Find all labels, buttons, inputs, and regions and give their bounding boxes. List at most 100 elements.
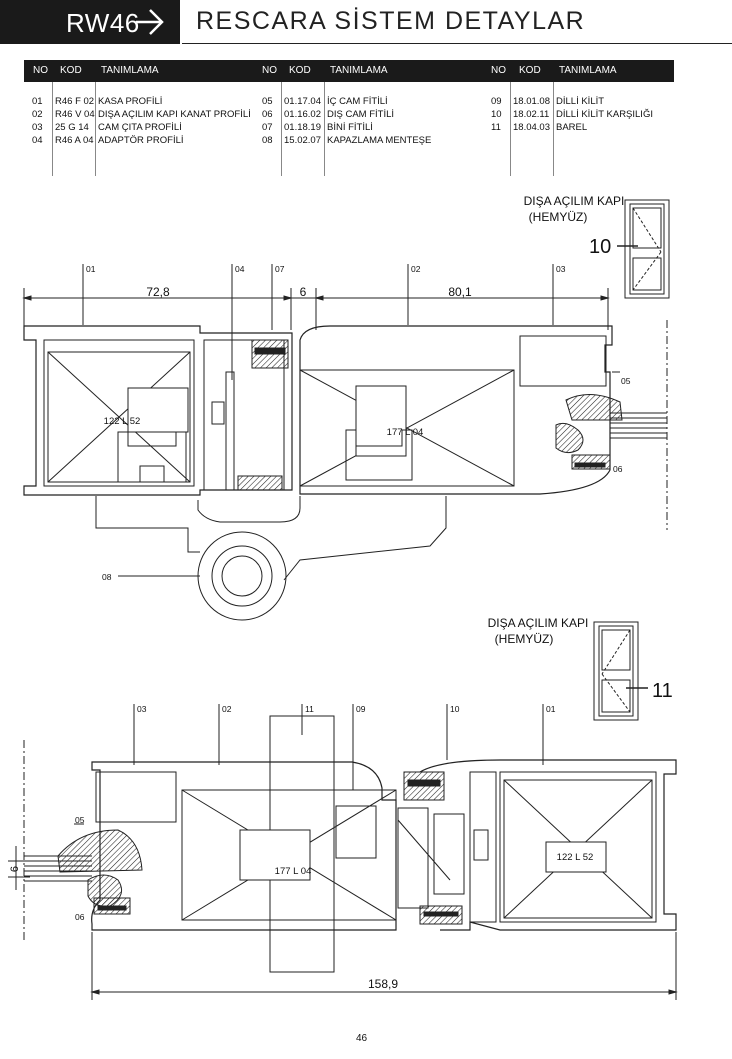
table-divider bbox=[553, 82, 554, 176]
row-no: 03 bbox=[32, 122, 43, 133]
row-tanim: İÇ CAM FİTİLİ bbox=[327, 96, 388, 107]
row-tanim: BAREL bbox=[556, 122, 588, 133]
part-tag: 01 bbox=[546, 704, 556, 714]
leaf-chamber bbox=[299, 369, 515, 487]
table-divider bbox=[281, 82, 282, 176]
col-header-tanim: TANIMLAMA bbox=[101, 65, 159, 76]
row-kod: R46 V 04 bbox=[55, 109, 95, 120]
row-kod: 01.16.02 bbox=[284, 109, 321, 120]
row-tanim: DIŞ CAM FİTİLİ bbox=[327, 109, 395, 120]
dimension-label: 6 bbox=[9, 866, 21, 872]
row-kod: 18.04.03 bbox=[513, 122, 550, 133]
frame-chamber bbox=[43, 339, 195, 487]
part-tag: 11 bbox=[305, 704, 314, 714]
row-kod: 15.02.07 bbox=[284, 135, 321, 146]
part-tag: 07 bbox=[275, 264, 285, 274]
detail-drawing-bottom: DIŞA AÇILIM KAPI (HEMYÜZ) 11 03 02 11 09… bbox=[8, 616, 678, 1000]
header-rule bbox=[182, 43, 732, 44]
part-tag: 04 bbox=[235, 264, 245, 274]
hinge-barrel bbox=[197, 531, 287, 621]
col-header-no: NO bbox=[33, 65, 48, 76]
gasket-lower bbox=[237, 475, 283, 491]
row-tanim: KASA PROFİLİ bbox=[98, 96, 163, 107]
part-tag: 06 bbox=[75, 912, 85, 922]
frame-profile bbox=[419, 759, 677, 931]
series-code: RW46 bbox=[66, 8, 140, 38]
part-tag: 02 bbox=[411, 264, 421, 274]
dimension-label: 6 bbox=[300, 285, 307, 299]
row-kod: 01.18.19 bbox=[284, 122, 321, 133]
row-no: 06 bbox=[262, 109, 273, 120]
row-tanim: KAPAZLAMA MENTEŞE bbox=[327, 135, 432, 146]
door-elevation-icon bbox=[593, 621, 639, 721]
section-label: 122 L 52 bbox=[557, 852, 594, 863]
dimension-label: 80,1 bbox=[448, 285, 472, 299]
row-kod: 18.02.11 bbox=[513, 109, 550, 120]
part-tag: 06 bbox=[613, 464, 623, 474]
row-tanim: DİLLİ KİLİT bbox=[556, 96, 605, 107]
row-tanim: BİNİ FİTİLİ bbox=[327, 122, 373, 133]
row-no: 04 bbox=[32, 135, 43, 146]
row-kod: 18.01.08 bbox=[513, 96, 550, 107]
row-no: 07 bbox=[262, 122, 273, 133]
row-no: 01 bbox=[32, 96, 43, 107]
row-kod: R46 A 04 bbox=[55, 135, 94, 146]
part-tag: 02 bbox=[222, 704, 232, 714]
part-tag: 05 bbox=[621, 376, 631, 386]
part-tag: 05 bbox=[75, 815, 85, 825]
part-tag: 10 bbox=[450, 704, 460, 714]
table-divider bbox=[324, 82, 325, 176]
row-no: 10 bbox=[491, 109, 502, 120]
caption-line2: (HEMYÜZ) bbox=[495, 632, 554, 646]
hinge-bracket bbox=[95, 496, 200, 553]
row-no: 09 bbox=[491, 96, 502, 107]
section-label: 177 L 04 bbox=[387, 427, 424, 438]
section-label: 177 L 04 bbox=[275, 866, 312, 877]
row-kod: 25 G 14 bbox=[55, 122, 89, 133]
row-no: 02 bbox=[32, 109, 43, 120]
dimension-label: 158,9 bbox=[368, 977, 398, 991]
frame-chamber bbox=[499, 771, 657, 923]
arrow-right-icon bbox=[136, 9, 164, 35]
row-no: 05 bbox=[262, 96, 273, 107]
table-header-bar bbox=[24, 60, 674, 82]
page-title: RESCARA SİSTEM DETAYLAR bbox=[196, 7, 586, 35]
col-header-kod: KOD bbox=[60, 65, 82, 76]
hinge-block bbox=[117, 431, 187, 483]
row-no: 08 bbox=[262, 135, 273, 146]
col-header-kod: KOD bbox=[519, 65, 541, 76]
part-tag: 08 bbox=[102, 572, 112, 582]
leaf-profile bbox=[299, 325, 613, 495]
col-header-kod: KOD bbox=[289, 65, 311, 76]
part-tag: 03 bbox=[556, 264, 566, 274]
frame-profile bbox=[23, 325, 293, 496]
row-kod: R46 F 02 bbox=[55, 96, 95, 107]
detail-drawing-top: DIŞA AÇILIM KAPI (HEMYÜZ) 10 01 04 07 02… bbox=[22, 194, 670, 621]
caption-line1: DIŞA AÇILIM KAPI bbox=[524, 194, 625, 208]
col-header-no: NO bbox=[262, 65, 277, 76]
callout-number: 11 bbox=[652, 680, 673, 702]
row-no: 11 bbox=[491, 122, 501, 133]
caption-line1: DIŞA AÇILIM KAPI bbox=[488, 616, 589, 630]
callout-number: 10 bbox=[589, 236, 611, 258]
row-tanim: ADAPTÖR PROFİLİ bbox=[98, 135, 184, 146]
table-divider bbox=[510, 82, 511, 176]
row-kod: 01.17.04 bbox=[284, 96, 321, 107]
caption-line2: (HEMYÜZ) bbox=[529, 210, 588, 224]
section-label: 122 L 52 bbox=[104, 416, 141, 427]
part-tag: 09 bbox=[356, 704, 366, 714]
col-header-no: NO bbox=[491, 65, 506, 76]
part-tag: 01 bbox=[86, 264, 96, 274]
table-divider bbox=[52, 82, 53, 176]
col-header-tanim: TANIMLAMA bbox=[330, 65, 388, 76]
dimension-label: 72,8 bbox=[146, 285, 170, 299]
lock-09 bbox=[397, 807, 429, 909]
page-number: 46 bbox=[356, 1033, 368, 1044]
gasket-05 bbox=[565, 394, 623, 421]
door-elevation-icon bbox=[624, 199, 670, 299]
table-divider bbox=[95, 82, 96, 176]
row-tanim: CAM ÇITA PROFİLİ bbox=[98, 122, 182, 133]
row-tanim: DIŞA AÇILIM KAPI KANAT PROFİLİ bbox=[98, 109, 251, 120]
part-tag: 03 bbox=[137, 704, 147, 714]
